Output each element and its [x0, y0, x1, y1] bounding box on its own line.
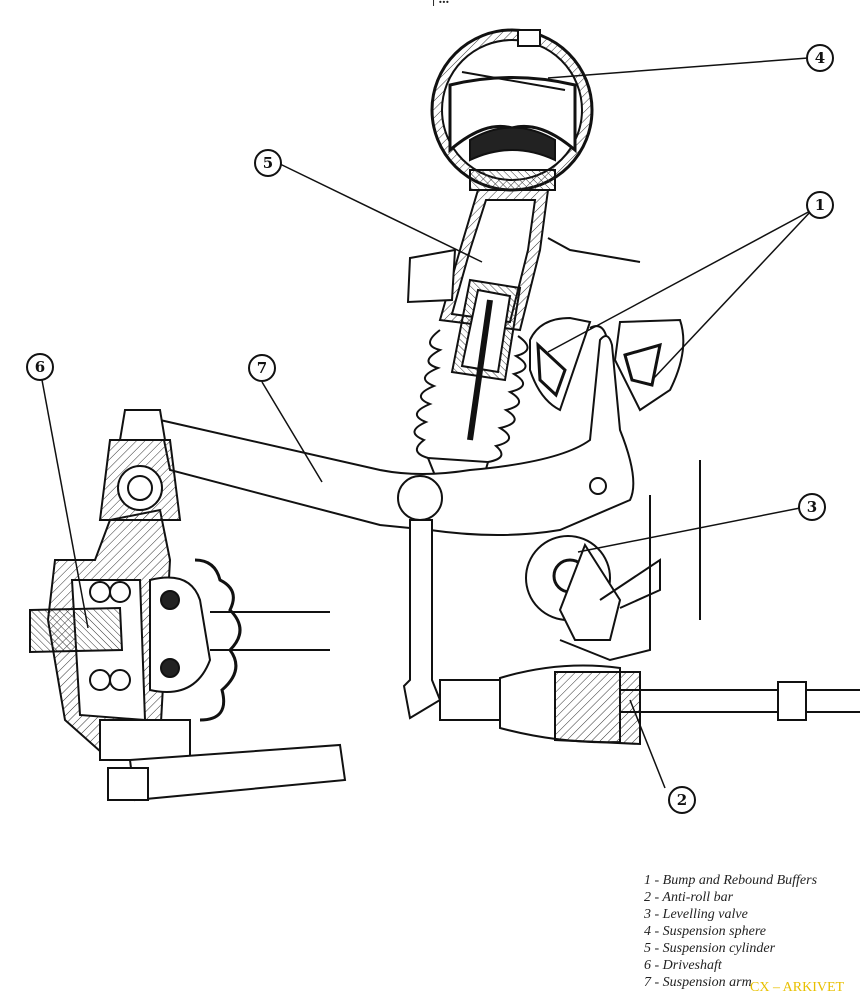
leader-lines [41, 57, 813, 789]
callout-7: 7 [257, 359, 267, 377]
legend-item: 1 - Bump and Rebound Buffers [644, 873, 818, 888]
suspension-arm [158, 335, 635, 536]
callout-5: 5 [263, 154, 273, 172]
suspension-cylinder [406, 189, 641, 441]
legend-item: 6 - Driveshaft [644, 958, 722, 973]
callout-numbers: 4 5 1 3 2 6 7 [35, 49, 825, 809]
levelling-valve [525, 460, 701, 662]
callout-4: 4 [815, 49, 825, 67]
legend-item: 4 - Suspension sphere [644, 924, 766, 939]
callout-6: 6 [35, 358, 45, 376]
parts-legend: 1 - Bump and Rebound Buffers 2 - Anti-ro… [644, 872, 817, 991]
legend-item: 7 - Suspension arm [644, 975, 752, 990]
header-fragment: | ... [432, 0, 449, 8]
legend-item: 5 - Suspension cylinder [644, 941, 776, 956]
hub-assembly [29, 409, 347, 802]
bump-buffers [529, 316, 685, 441]
callout-3: 3 [807, 498, 817, 516]
callout-2: 2 [677, 791, 687, 809]
callout-circles [26, 44, 834, 814]
callout-1: 1 [815, 196, 825, 214]
legend-item: 3 - Levelling valve [644, 907, 748, 922]
anti-roll-bar [439, 664, 860, 746]
watermark: CX – ARKIVET [750, 980, 845, 995]
drop-link [402, 519, 442, 720]
suspension-sphere [430, 28, 594, 192]
legend-item: 2 - Anti-roll bar [644, 890, 734, 905]
